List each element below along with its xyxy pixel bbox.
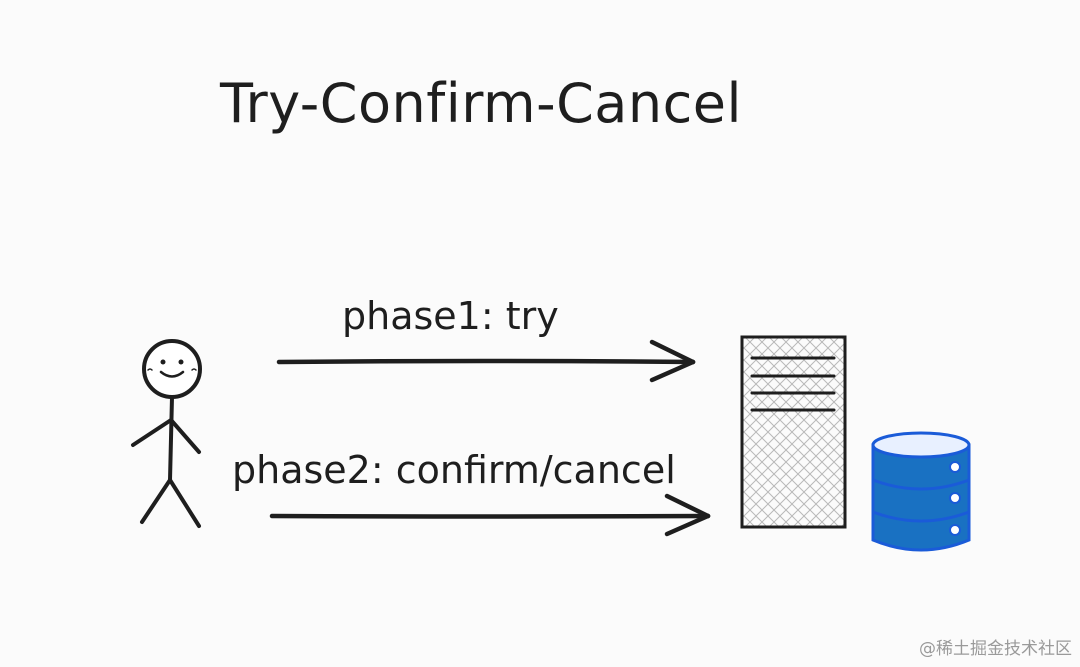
arrow-phase1 (276, 339, 696, 383)
phase1-label: phase1: try (342, 294, 559, 338)
db-indicator-2 (949, 492, 961, 504)
db-indicator-3 (949, 524, 961, 536)
db-indicator-1 (949, 461, 961, 473)
figure-right-leg (168, 478, 201, 528)
figure-smile (159, 370, 185, 378)
figure-left-leg (140, 478, 172, 524)
figure-cheek-left (147, 368, 153, 371)
watermark: @稀土掘金技术社区 (919, 639, 1072, 659)
figure-right-arm (169, 418, 201, 454)
figure-left-arm (131, 418, 173, 447)
figure-cheek-right (191, 368, 197, 371)
figure-left-eye (160, 359, 166, 365)
arrow-phase2 (269, 493, 711, 537)
phase2-label: phase2: confirm/cancel (232, 448, 676, 492)
figure-head (142, 339, 202, 399)
figure-body (168, 395, 174, 482)
figure-right-eye (178, 359, 184, 365)
database-icon (871, 431, 971, 552)
stick-figure-icon (131, 339, 202, 528)
server-icon (740, 335, 847, 529)
diagram-title: Try-Confirm-Cancel (220, 72, 742, 135)
